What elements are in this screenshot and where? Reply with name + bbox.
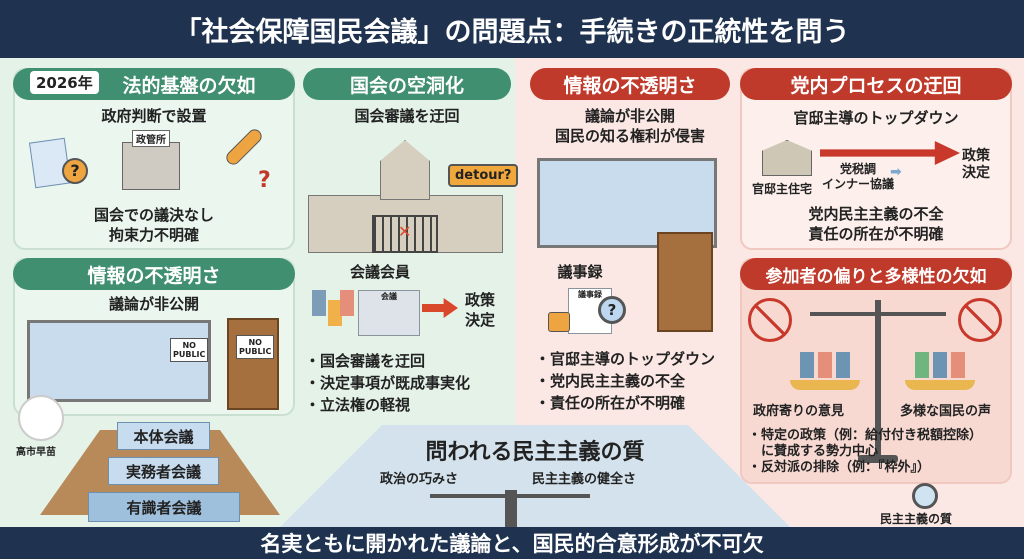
person-icon: [340, 290, 354, 316]
building-label: 政管所: [132, 130, 170, 147]
bullet-item: に賛成する勢力中心: [748, 444, 879, 459]
info-right-line1: 議論が非公開: [584, 107, 675, 125]
members-label: 会議会員: [349, 263, 410, 281]
quality-scale-pole: [505, 490, 517, 527]
bullet-item: ・党内民主主義の不全: [535, 372, 686, 390]
person-icon: [328, 300, 342, 326]
tier-expert-meeting: 有識者会議: [88, 492, 240, 522]
page-title: 「社会保障国民会議」の問題点：手続きの正統性を問う: [0, 0, 1024, 58]
middle-line: 党税調: [840, 162, 877, 176]
gate-icon: [372, 215, 438, 253]
tier-working-meeting: 実務者会議: [108, 457, 219, 485]
sign-text: PUBLIC: [173, 350, 206, 359]
left-pan: [790, 380, 860, 390]
magnifier-icon: ?: [598, 296, 626, 324]
party-subtitle: 官邸主導のトップダウン: [793, 109, 959, 127]
decision-line: 決定: [962, 165, 990, 181]
participants-bullets: ・特定の政策（例：給付付き税額控除） に賛成する勢力中心 ・反対派の排除（例：『…: [748, 428, 982, 476]
prohibited-official-icon: [748, 298, 792, 342]
person-icon: [915, 352, 929, 378]
question-mark-icon: ?: [258, 168, 271, 193]
person-name: 高市早苗: [16, 447, 56, 458]
party-line2: 責任の所在が不明確: [808, 225, 944, 243]
info-right-line2: 国民の知る権利が侵害: [554, 127, 705, 145]
bullet-item: ・決定事項が既成事実化: [305, 374, 471, 392]
person-icon: [800, 352, 814, 378]
party-line1: 党内民主主義の不全: [808, 205, 944, 223]
middle-line: インナー協議: [822, 177, 895, 191]
bullet-item: ・官邸主導のトップダウン: [535, 350, 716, 368]
door-icon: [657, 232, 713, 332]
party-header: 党内プロセスの迂回: [740, 68, 1012, 100]
legal-line3: 拘束力不明確: [108, 226, 199, 244]
legal-basis-header: 法的基盤の欠如: [13, 68, 295, 100]
legal-line1: 政府判断で設置: [101, 107, 207, 125]
detour-sign: detour?: [448, 164, 519, 187]
lock-icon: [548, 312, 570, 332]
magnifier-icon: [912, 483, 938, 509]
closed-door[interactable]: [227, 318, 279, 410]
quality-right-label: 民主主義の健全さ: [532, 472, 637, 487]
prohibited-crowd-icon: [958, 298, 1002, 342]
scale-pole: [875, 300, 881, 458]
quality-corner-label: 民主主義の質: [880, 512, 953, 526]
person-icon: [836, 352, 850, 378]
sign-text: PUBLIC: [239, 347, 272, 356]
party-middle: 党税調インナー協議: [822, 162, 894, 192]
quality-area: [280, 425, 790, 527]
person-icon: [312, 290, 326, 316]
person-icon: [818, 352, 832, 378]
diet-header: 国会の空洞化: [303, 68, 511, 100]
question-icon: ?: [62, 158, 88, 184]
diet-decision: 政策決定: [458, 290, 502, 330]
legal-line2: 国会での議決なし: [93, 206, 214, 224]
footer-message: 名実ともに開かれた議論と、国民的合意形成が不可欠: [0, 527, 1024, 559]
sign-text: NO: [248, 338, 262, 347]
quality-title: 問われる民主主義の質: [425, 440, 645, 465]
person-icon: [951, 352, 965, 378]
legal-basis-title: 法的基盤の欠如: [122, 74, 256, 97]
bullet-item: ・国会審議を迂回: [305, 352, 426, 370]
decision-line: 政策: [962, 148, 990, 164]
bullet-item: ・特定の政策（例：給付付き税額控除）: [748, 428, 983, 443]
person-icon: [933, 352, 947, 378]
x-mark-icon: ✕: [398, 222, 412, 241]
left-scale-label: 政府寄りの意見: [753, 404, 845, 419]
origin-label: 官邸主住宅: [752, 182, 813, 196]
info-left-header: 情報の不透明さ: [13, 258, 295, 290]
info-left-subtitle: 議論が非公開: [108, 295, 199, 313]
tier-main-meeting: 本体会議: [117, 422, 210, 450]
minutes-label: 議事録: [557, 263, 603, 281]
participants-header: 参加者の偏りと多様性の欠如: [740, 258, 1012, 290]
bullet-item: ・責任の所在が不明確: [535, 394, 686, 412]
diet-bullets: ・国会審議を迂回 ・決定事項が既成事実化 ・立法権の軽視: [305, 350, 470, 416]
sign-text: NO: [182, 341, 196, 350]
info-right-header: 情報の不透明さ: [530, 68, 730, 100]
right-scale-label: 多様な国民の声: [900, 404, 992, 419]
scale-base: [858, 455, 898, 463]
meeting-document: 会議: [358, 290, 420, 336]
quality-left-label: 政治の巧みさ: [380, 472, 459, 487]
decision-line: 決定: [464, 311, 495, 329]
right-pan: [905, 380, 975, 390]
decision-line: 政策: [464, 291, 495, 309]
small-arrow-icon: ➡: [890, 164, 902, 180]
bullet-item: ・反対派の排除（例：『枠外』）: [748, 460, 931, 475]
diet-subtitle: 国会審議を迂回: [354, 107, 460, 125]
bullet-item: ・立法権の軽視: [305, 396, 411, 414]
party-decision: 政策決定: [962, 148, 990, 182]
government-building-icon: [122, 142, 180, 190]
info-right-bullets: ・官邸主導のトップダウン ・党内民主主義の不全 ・責任の所在が不明確: [535, 348, 715, 414]
avatar: [18, 395, 64, 441]
year-badge: 2026年: [30, 71, 99, 94]
